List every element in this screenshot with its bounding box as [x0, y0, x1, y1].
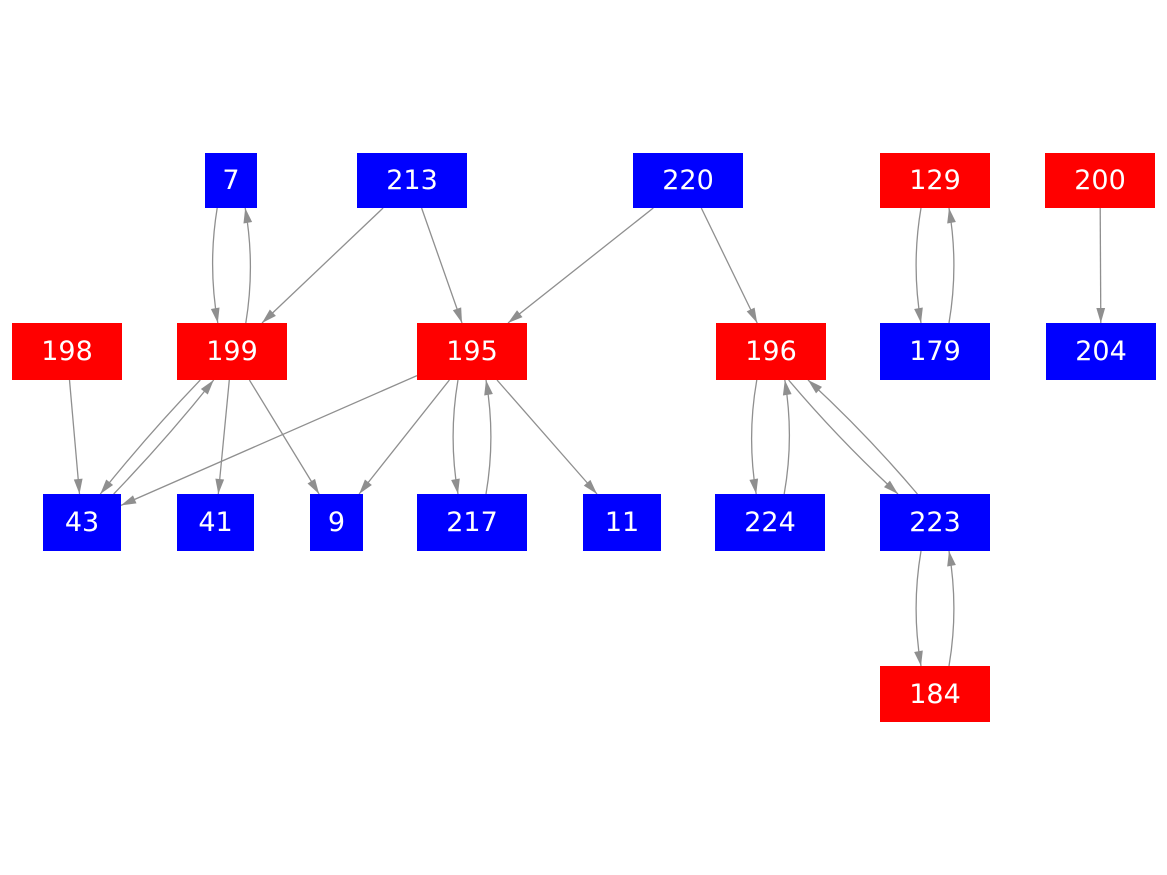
edge-129-179 [914, 207, 923, 324]
edge-199-7 [243, 207, 253, 324]
edge-196-223 [788, 379, 899, 495]
edge-217-195 [484, 379, 493, 495]
graph-node-199: 199 [177, 323, 287, 380]
edge-179-129 [947, 207, 956, 324]
edge-220-195 [507, 207, 654, 324]
edge-220-196 [700, 207, 758, 324]
edge-43-199 [113, 379, 215, 495]
edge-group [68, 207, 1106, 667]
edge-198-43 [68, 379, 83, 495]
edge-213-199 [261, 207, 384, 324]
edge-195-11 [496, 379, 598, 495]
edge-223-184 [914, 550, 923, 667]
edge-223-196 [807, 379, 918, 495]
edge-200-204 [1096, 207, 1106, 324]
graph-node-195: 195 [417, 323, 527, 380]
graph-node-179: 179 [880, 323, 990, 380]
graph-node-196: 196 [716, 323, 826, 380]
edge-196-224 [749, 379, 759, 495]
graph-node-9: 9 [310, 494, 363, 551]
edge-199-43 [99, 379, 201, 495]
edge-213-195 [420, 207, 463, 324]
edge-224-196 [782, 379, 792, 495]
graph-node-43: 43 [43, 494, 121, 551]
graph-node-200: 200 [1045, 153, 1155, 208]
edge-195-9 [358, 379, 450, 495]
graph-node-129: 129 [880, 153, 990, 208]
edge-199-9 [248, 379, 320, 495]
graph-node-41: 41 [177, 494, 254, 551]
edge-195-217 [451, 379, 460, 495]
graph-node-184: 184 [880, 666, 990, 722]
edge-199-41 [215, 379, 230, 495]
edge-195-43 [120, 375, 418, 506]
graph-node-220: 220 [633, 153, 743, 208]
edge-7-199 [210, 207, 220, 324]
graph-node-198: 198 [12, 323, 122, 380]
graph-node-217: 217 [417, 494, 527, 551]
edge-184-223 [947, 550, 956, 667]
graph-node-204: 204 [1046, 323, 1156, 380]
graph-node-223: 223 [880, 494, 990, 551]
graph-node-224: 224 [715, 494, 825, 551]
graph-node-11: 11 [583, 494, 661, 551]
graph-node-213: 213 [357, 153, 467, 208]
graph-node-7: 7 [205, 153, 257, 208]
